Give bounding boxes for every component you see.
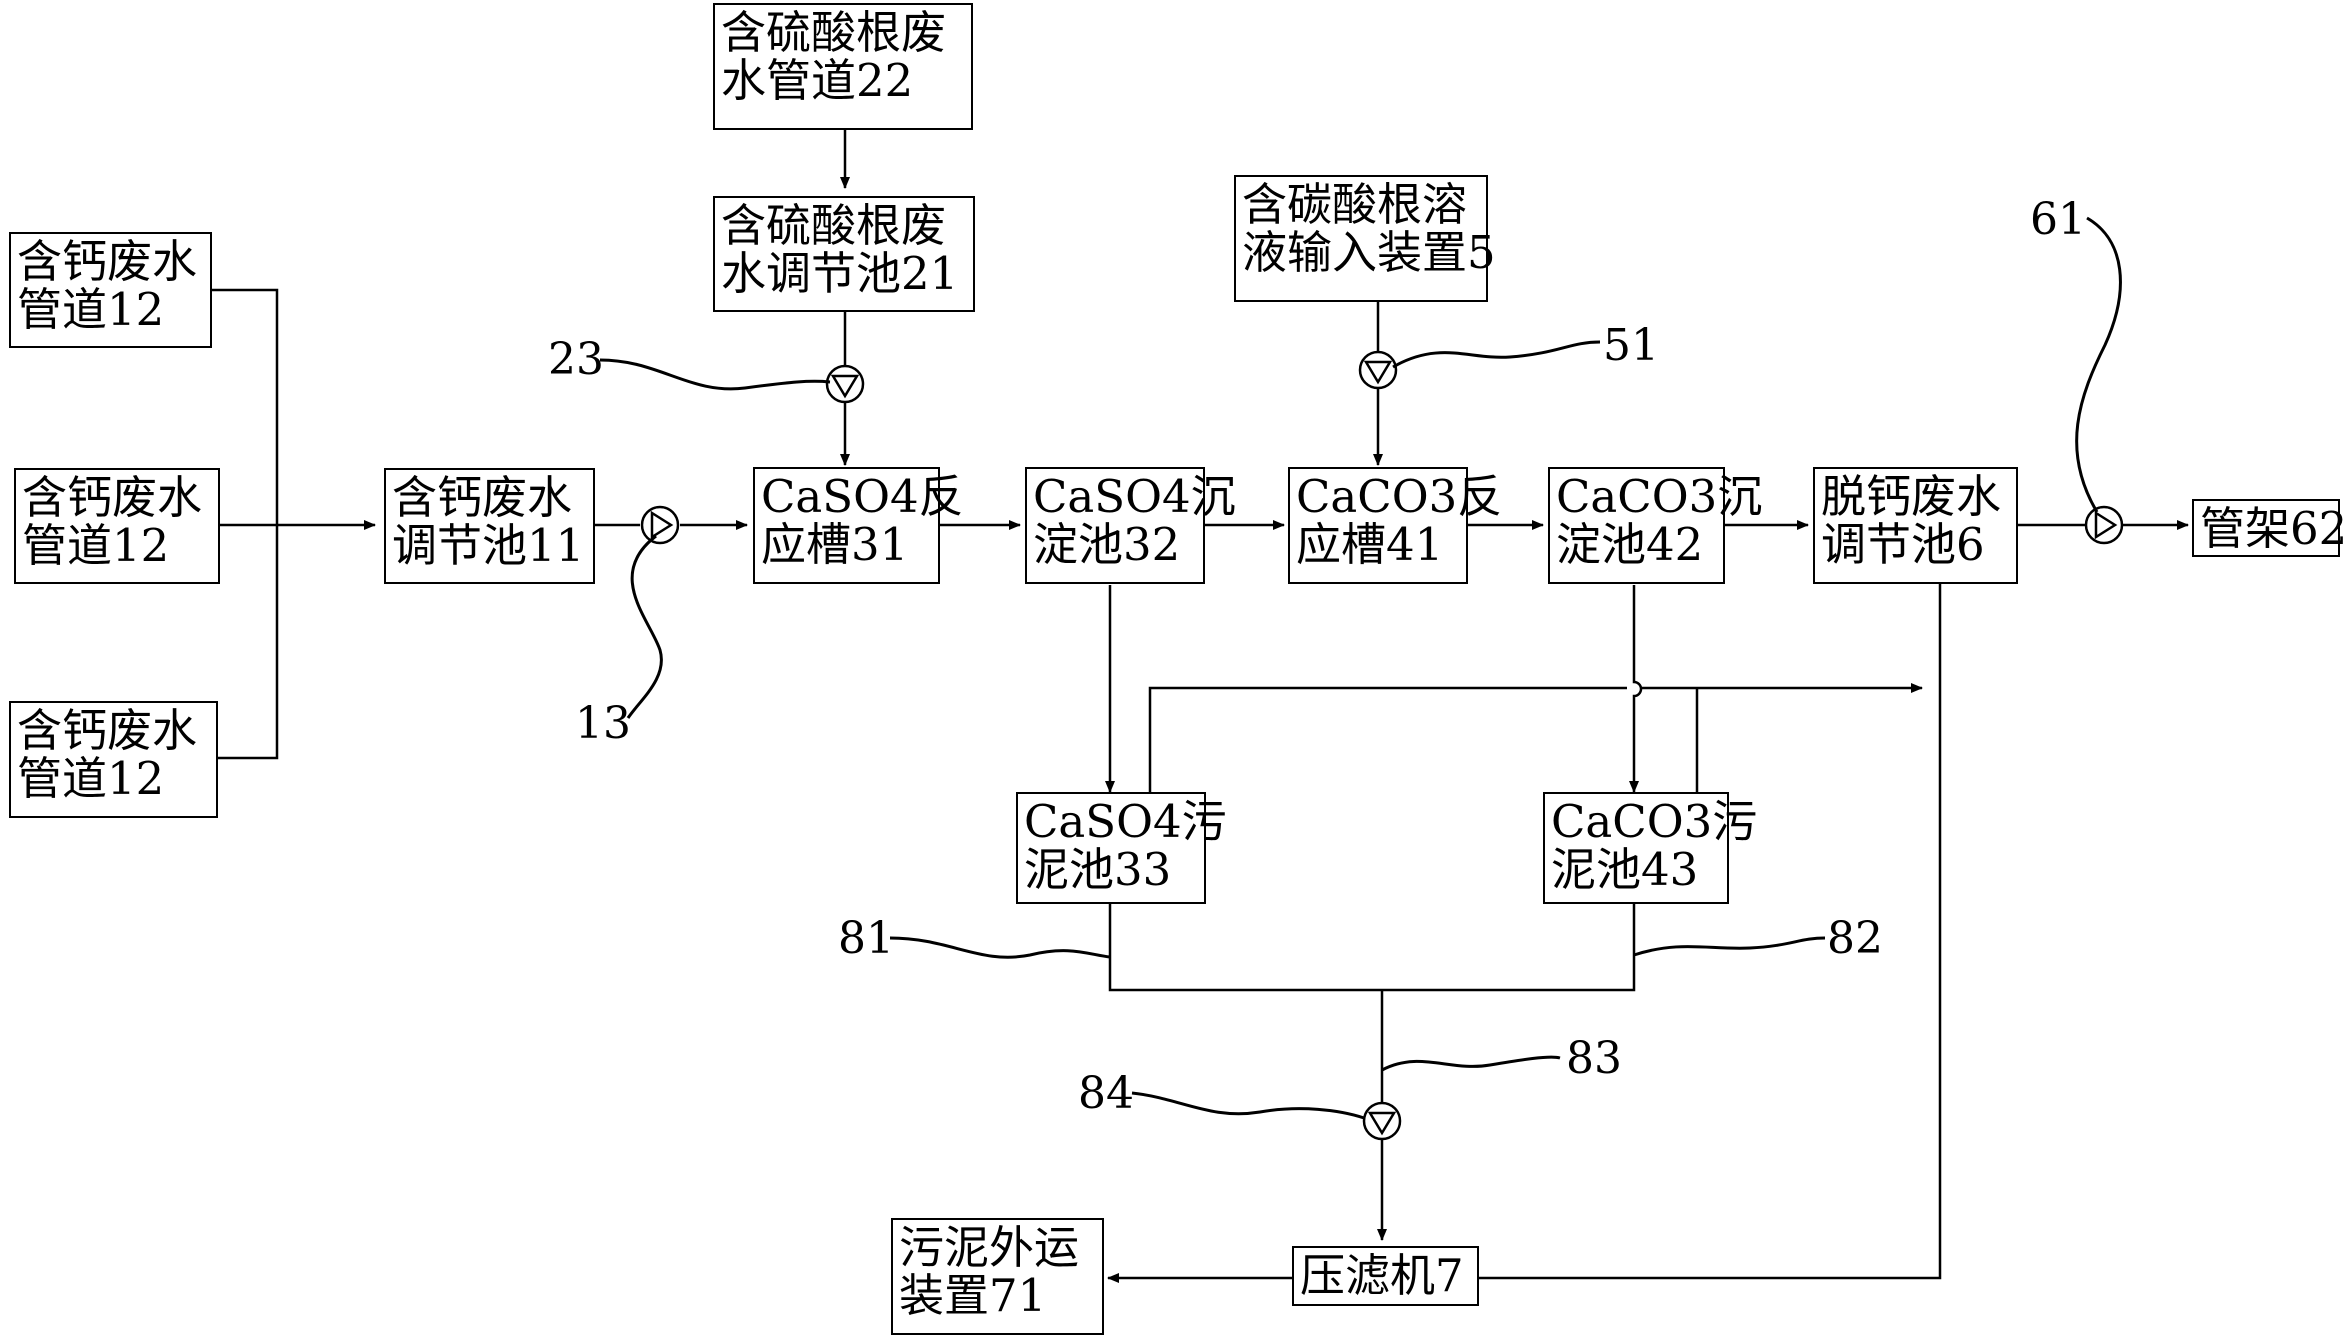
box-label-1: CaCO3反: [1296, 470, 1503, 523]
box-label-2: 管道12: [22, 519, 170, 572]
caco3-sludge-43-box: CaCO3污 泥池43: [1543, 792, 1758, 904]
box-label-1: 含钙废水: [17, 235, 198, 288]
box-label-2: 淀池42: [1556, 518, 1704, 571]
box-label-1: CaCO3污: [1551, 795, 1758, 848]
settler42-to-sludge43: [1629, 585, 1643, 793]
pump-51-icon: [1358, 350, 1398, 390]
leader-61: [2075, 216, 2122, 513]
ca-pipe-1-line: [212, 288, 279, 525]
sludge33-return: [1148, 686, 1627, 792]
box-label-2: 应槽41: [1296, 518, 1444, 571]
ref-51: 51: [1603, 320, 1659, 371]
leader-lines: [599, 216, 2122, 1120]
sulfate-pipe-22-box: 含硫酸根废 水管道22: [713, 3, 973, 130]
box-label-1: CaSO4沉: [1033, 470, 1236, 523]
carbonate-input-5-box: 含碳酸根溶 液输入装置5: [1234, 175, 1496, 302]
caso4-reactor-31-box: CaSO4反 应槽31: [753, 467, 964, 584]
caso4-sludge-33-box: CaSO4污 泥池33: [1016, 792, 1227, 904]
box-label-2: 应槽31: [761, 518, 909, 571]
leader-83: [1381, 1055, 1561, 1072]
filter-press-7-box: 压滤机7: [1292, 1246, 1479, 1306]
caco3-reactor-41-box: CaCO3反 应槽41: [1288, 467, 1503, 584]
ca-pipe-3-line: [218, 525, 279, 760]
leader-82: [1633, 936, 1826, 957]
ref-84: 84: [1078, 1068, 1134, 1119]
ref-61: 61: [2030, 194, 2086, 245]
decalcified-tank-6-box: 脱钙废水 调节池6: [1813, 467, 2018, 584]
pump-23-icon: [825, 364, 865, 404]
box-label-1: 含钙废水: [392, 471, 573, 524]
leader-81: [889, 936, 1111, 959]
leader-51: [1392, 340, 1601, 369]
box-label-2: 调节池6: [1821, 518, 1985, 571]
box-label-1: 管架62: [2200, 502, 2347, 555]
sludge-transport-71-box: 污泥外运 装置71: [891, 1218, 1104, 1335]
box-label-1: CaSO4反: [761, 470, 964, 523]
box-label-2: 管道12: [17, 283, 165, 336]
box-label-1: 含钙废水: [17, 704, 198, 757]
box-label-1: 压滤机7: [1300, 1249, 1464, 1302]
ref-82: 82: [1827, 913, 1883, 964]
box-label-2: 调节池11: [392, 519, 585, 572]
ca-adjust-tank-11-box: 含钙废水 调节池11: [384, 468, 595, 584]
box-label-1: CaSO4污: [1024, 795, 1227, 848]
box-label-1: 含碳酸根溶: [1242, 178, 1468, 231]
sludge33-down: [1108, 904, 1636, 992]
flow-lines: [212, 130, 2189, 1283]
ref-13: 13: [575, 698, 631, 749]
box-label-2: 装置71: [899, 1269, 1047, 1322]
ca-pipe-12-box-3: 含钙废水 管道12: [9, 701, 218, 818]
box-label-1: 含钙废水: [22, 471, 203, 524]
sulfate-adjust-tank-21-box: 含硫酸根废 水调节池21: [713, 196, 975, 312]
pump-84-icon: [1362, 1101, 1402, 1141]
leader-84: [1131, 1091, 1365, 1120]
box-label-2: 淀池32: [1033, 518, 1181, 571]
box-label-2: 水调节池21: [721, 247, 959, 300]
pump-13-icon: [640, 505, 680, 545]
ref-81: 81: [838, 913, 894, 964]
box-label-1: 污泥外运: [899, 1221, 1080, 1274]
caco3-settler-42-box: CaCO3沉 淀池42: [1548, 467, 1763, 584]
ref-83: 83: [1566, 1033, 1622, 1084]
ca-pipe-12-box-2: 含钙废水 管道12: [14, 468, 220, 584]
caso4-settler-32-box: CaSO4沉 淀池32: [1025, 467, 1236, 584]
box-label-1: 含硫酸根废: [721, 199, 947, 252]
box-label-2: 水管道22: [721, 54, 914, 107]
box-label-2: 管道12: [17, 752, 165, 805]
box-label-1: 脱钙废水: [1821, 470, 2002, 523]
box-label-2: 泥池33: [1024, 843, 1172, 896]
leader-23: [599, 358, 831, 391]
pumps: [640, 350, 2124, 1141]
box-label-1: 含硫酸根废: [721, 6, 947, 59]
pump-61-icon: [2084, 505, 2124, 545]
box-label-2: 泥池43: [1551, 843, 1699, 896]
box-label-2: 液输入装置5: [1242, 226, 1496, 279]
pipe-rack-62-box: 管架62: [2192, 499, 2347, 557]
leader-13: [626, 534, 663, 719]
ca-pipe-12-box-1: 含钙废水 管道12: [9, 232, 212, 348]
press-return-to-tank6: [1479, 552, 1945, 1280]
box-label-1: CaCO3沉: [1556, 470, 1763, 523]
ref-23: 23: [548, 334, 604, 385]
